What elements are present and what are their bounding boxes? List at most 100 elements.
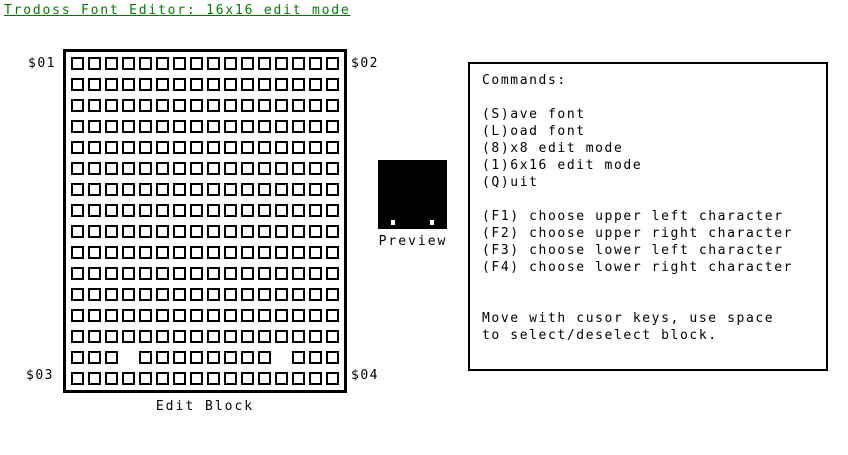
grid-cell[interactable]	[207, 204, 220, 217]
grid-cell[interactable]	[292, 309, 305, 322]
grid-cell[interactable]	[258, 99, 271, 112]
grid-cell[interactable]	[190, 225, 203, 238]
grid-cell[interactable]	[88, 288, 101, 301]
grid-cell[interactable]	[105, 225, 118, 238]
grid-cell[interactable]	[292, 78, 305, 91]
grid-cell[interactable]	[190, 162, 203, 175]
grid-cell[interactable]	[190, 57, 203, 70]
grid-cell[interactable]	[207, 78, 220, 91]
grid-cell[interactable]	[139, 204, 152, 217]
grid-cell[interactable]	[173, 309, 186, 322]
grid-cell[interactable]	[71, 183, 84, 196]
grid-cell[interactable]	[207, 120, 220, 133]
grid-cell[interactable]	[139, 288, 152, 301]
grid-cell[interactable]	[326, 351, 339, 364]
grid-cell[interactable]	[258, 330, 271, 343]
grid-cell[interactable]	[258, 183, 271, 196]
grid-cell[interactable]	[326, 183, 339, 196]
grid-cell[interactable]	[105, 120, 118, 133]
grid-cell[interactable]	[326, 162, 339, 175]
grid-cell[interactable]	[309, 288, 322, 301]
grid-cell[interactable]	[258, 120, 271, 133]
grid-cell[interactable]	[71, 267, 84, 280]
grid-cell[interactable]	[309, 246, 322, 259]
grid-cell[interactable]	[326, 288, 339, 301]
grid-cell[interactable]	[309, 99, 322, 112]
grid-cell[interactable]	[139, 99, 152, 112]
grid-cell[interactable]	[156, 204, 169, 217]
grid-cell[interactable]	[173, 225, 186, 238]
grid-cell[interactable]	[326, 246, 339, 259]
grid-cell[interactable]	[309, 309, 322, 322]
grid-cell[interactable]	[241, 99, 254, 112]
grid-cell[interactable]	[173, 288, 186, 301]
grid-cell[interactable]	[173, 99, 186, 112]
grid-cell[interactable]	[224, 288, 237, 301]
grid-cell[interactable]	[105, 309, 118, 322]
grid-cell[interactable]	[71, 225, 84, 238]
grid-cell[interactable]	[275, 120, 288, 133]
grid-cell[interactable]	[139, 330, 152, 343]
grid-cell[interactable]	[139, 141, 152, 154]
grid-cell[interactable]	[88, 372, 101, 385]
grid-cell[interactable]	[224, 183, 237, 196]
grid-cell[interactable]	[224, 225, 237, 238]
grid-cell[interactable]	[88, 57, 101, 70]
grid-cell[interactable]	[241, 57, 254, 70]
grid-cell[interactable]	[71, 309, 84, 322]
grid-cell[interactable]	[258, 162, 271, 175]
grid-cell[interactable]	[241, 372, 254, 385]
grid-cell[interactable]	[309, 204, 322, 217]
grid-cell[interactable]	[190, 288, 203, 301]
grid-cell[interactable]	[88, 78, 101, 91]
grid-cell[interactable]	[105, 204, 118, 217]
grid-cell[interactable]	[275, 309, 288, 322]
grid-cell[interactable]	[71, 330, 84, 343]
grid-cell[interactable]	[309, 183, 322, 196]
grid-cell[interactable]	[326, 330, 339, 343]
grid-cell[interactable]	[275, 204, 288, 217]
grid-cell[interactable]	[156, 246, 169, 259]
grid-cell[interactable]	[156, 351, 169, 364]
grid-cell[interactable]	[122, 330, 135, 343]
grid-cell[interactable]	[173, 78, 186, 91]
grid-cell[interactable]	[292, 204, 305, 217]
grid-cell[interactable]	[292, 99, 305, 112]
grid-cell[interactable]	[88, 267, 101, 280]
grid-cell[interactable]	[241, 183, 254, 196]
grid-cell[interactable]	[105, 99, 118, 112]
grid-cell[interactable]	[88, 225, 101, 238]
grid-cell[interactable]	[190, 330, 203, 343]
grid-cell[interactable]	[156, 288, 169, 301]
grid-cell[interactable]	[309, 120, 322, 133]
grid-cell[interactable]	[105, 57, 118, 70]
grid-cell[interactable]	[326, 204, 339, 217]
grid-cell[interactable]	[105, 351, 118, 364]
grid-cell[interactable]	[224, 309, 237, 322]
grid-cell[interactable]	[207, 246, 220, 259]
grid-cell[interactable]	[292, 141, 305, 154]
grid-cell[interactable]	[275, 372, 288, 385]
grid-cell[interactable]	[309, 225, 322, 238]
grid-cell[interactable]	[241, 351, 254, 364]
grid-cell[interactable]	[224, 351, 237, 364]
grid-cell[interactable]	[241, 204, 254, 217]
grid-cell[interactable]	[105, 183, 118, 196]
grid-cell[interactable]	[258, 372, 271, 385]
grid-cell[interactable]	[88, 120, 101, 133]
grid-cell[interactable]	[275, 225, 288, 238]
grid-cell[interactable]	[71, 288, 84, 301]
grid-cell[interactable]	[224, 57, 237, 70]
grid-cell[interactable]	[122, 246, 135, 259]
grid-cell[interactable]	[71, 99, 84, 112]
grid-cell[interactable]	[292, 225, 305, 238]
grid-cell[interactable]	[241, 267, 254, 280]
grid-cell[interactable]	[326, 78, 339, 91]
grid-cell[interactable]	[190, 204, 203, 217]
grid-cell[interactable]	[156, 225, 169, 238]
grid-cell[interactable]	[71, 57, 84, 70]
grid-cell[interactable]	[156, 162, 169, 175]
grid-cell[interactable]	[105, 246, 118, 259]
grid-cell[interactable]	[105, 141, 118, 154]
grid-cell[interactable]	[309, 78, 322, 91]
